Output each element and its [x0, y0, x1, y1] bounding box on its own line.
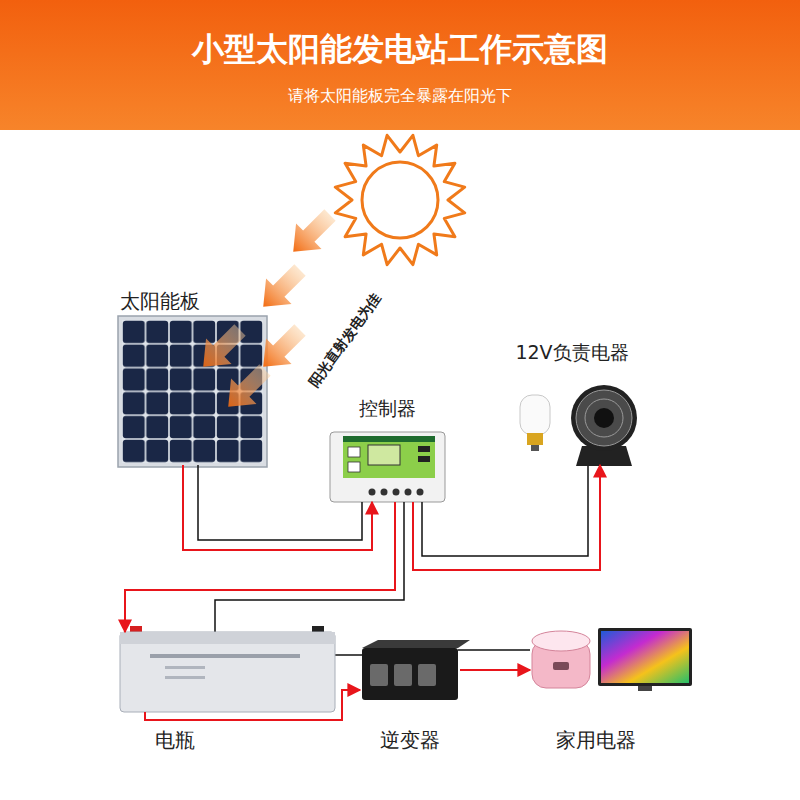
battery-body [120, 632, 335, 712]
fan [571, 385, 637, 466]
bulb [520, 395, 550, 451]
wire [198, 465, 362, 540]
wire [458, 649, 530, 651]
inverter-body [362, 648, 458, 700]
fan-grille [585, 399, 623, 437]
battery-print [165, 666, 205, 669]
tv-frame [598, 628, 692, 686]
sun-disc [362, 162, 438, 238]
fan-grille [576, 390, 632, 446]
wire [422, 466, 588, 556]
controller-strip [343, 436, 435, 442]
node-label: 电瓶 [155, 728, 195, 752]
battery-node: 电瓶 [120, 632, 335, 712]
controller-lcd [368, 445, 400, 465]
sunlight-note: 阳光直射发电为佳 [305, 290, 384, 390]
bulb-base [531, 445, 539, 451]
sun [335, 135, 464, 264]
usb-port [418, 456, 430, 462]
appliances [532, 628, 692, 691]
controller-node: 控制器 [330, 430, 445, 502]
node-label: 控制器 [359, 397, 416, 420]
terminal [369, 489, 376, 496]
subtitle-text: 请将太阳能板完全暴露在阳光下 [288, 86, 512, 105]
inverter-outlet [418, 664, 436, 686]
charge-controller [330, 432, 445, 502]
terminal [417, 489, 424, 496]
fan-hub [594, 408, 614, 428]
wires [198, 465, 588, 655]
title-text: 小型太阳能发电站工作示意图 [192, 30, 608, 68]
appliance-node: 家用电器 [530, 622, 692, 692]
power-wire [460, 669, 530, 671]
node-label: 逆变器 [380, 728, 440, 752]
terminal [381, 489, 388, 496]
battery-print [165, 676, 205, 679]
battery-print [150, 654, 300, 658]
battery-lid [120, 632, 335, 644]
wire [335, 654, 362, 656]
beam-arrow [191, 317, 253, 379]
usb-port [418, 446, 430, 452]
controller-icon [348, 462, 360, 472]
inverter-outlet [370, 664, 388, 686]
terminal [405, 489, 412, 496]
load-node: 12V负责电器 [510, 383, 645, 465]
sun-rays [335, 135, 464, 264]
power-wire [145, 690, 360, 720]
rice-cooker-lid [532, 631, 590, 651]
node-label: 12V负责电器 [515, 341, 628, 364]
node-label: 家用电器 [556, 728, 636, 752]
bulb-glass [520, 395, 550, 435]
inverter [362, 640, 470, 700]
tv-screen [601, 631, 689, 683]
inverter-node: 逆变器 [360, 640, 460, 700]
rice-cooker-panel [553, 662, 569, 670]
beam-arrow [281, 202, 343, 264]
power-wire [183, 465, 372, 550]
battery [120, 626, 335, 712]
bulb-neck [527, 433, 543, 445]
wire [215, 502, 404, 632]
solar-panel-node: 太阳能板 [120, 318, 265, 465]
header-band [0, 0, 800, 130]
beam-arrow [216, 357, 278, 419]
terminal [393, 489, 400, 496]
tv-stand [638, 686, 652, 691]
power-wire [413, 465, 600, 570]
node-label: 太阳能板 [120, 289, 200, 313]
fan-ring [571, 385, 637, 451]
inverter-outlet [394, 664, 412, 686]
controller-body [330, 432, 445, 502]
beam-arrow [251, 257, 313, 319]
inverter-top [362, 640, 470, 648]
controller-icon [348, 447, 360, 457]
power-wire [125, 502, 395, 632]
controller-face [343, 442, 435, 478]
